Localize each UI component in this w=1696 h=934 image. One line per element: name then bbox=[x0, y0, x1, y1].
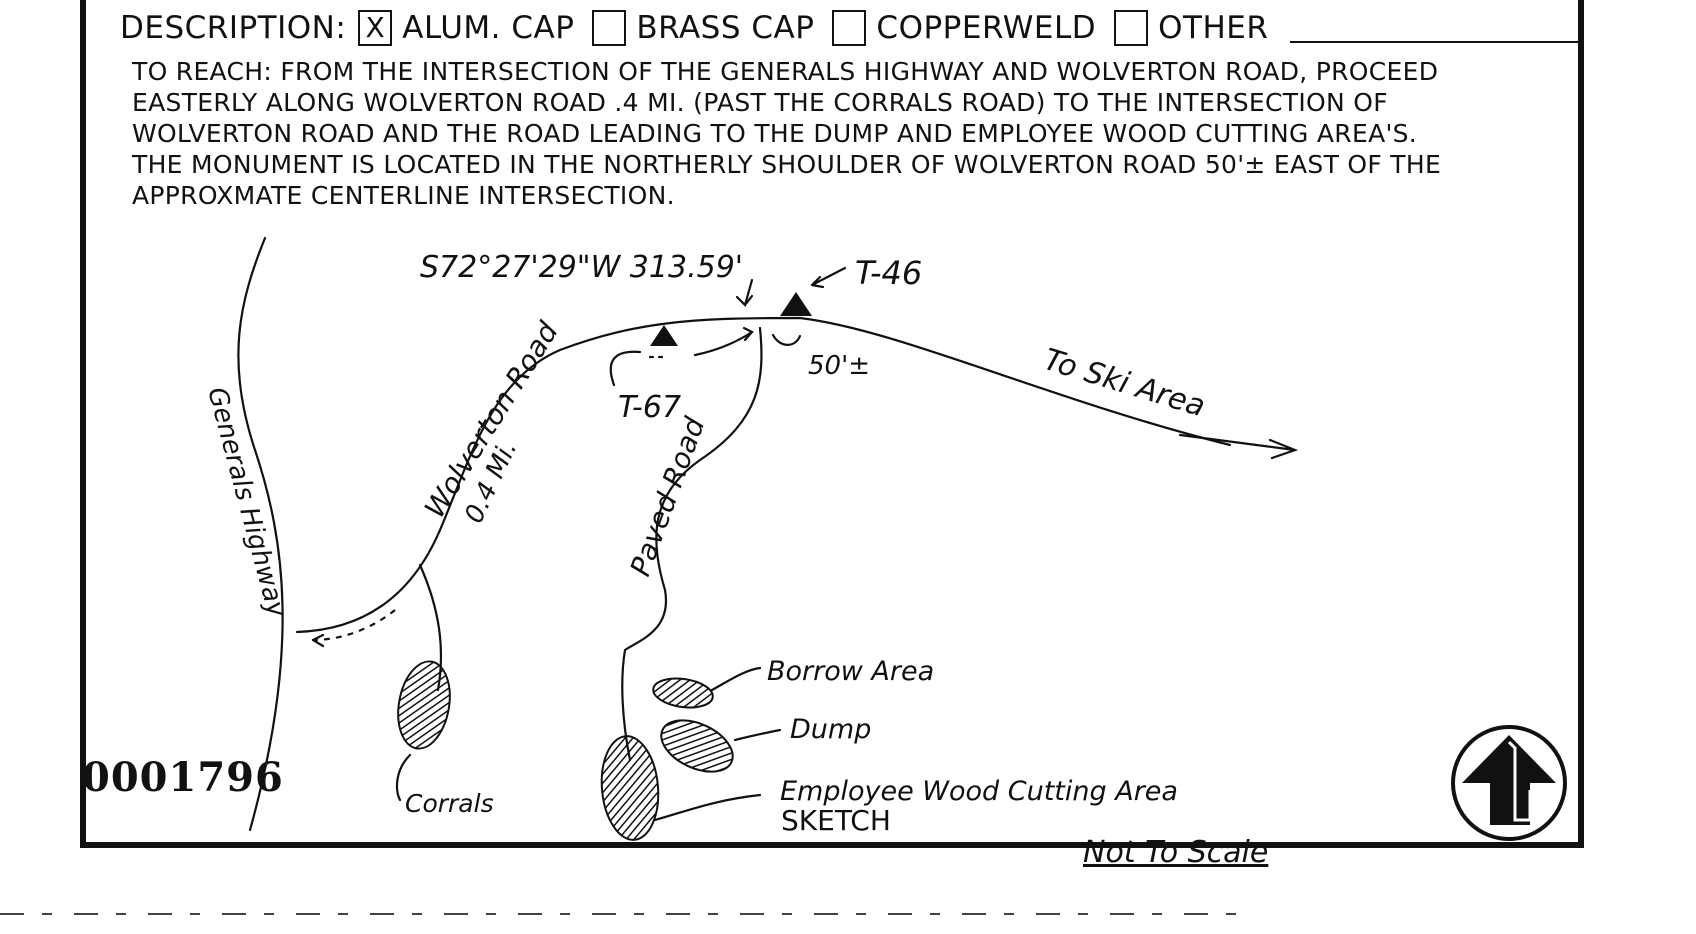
to-reach-line: TO REACH: FROM THE INTERSECTION OF THE G… bbox=[132, 57, 1439, 86]
distance-leader bbox=[311, 608, 397, 642]
corrals-label: Corrals bbox=[405, 789, 494, 818]
borrow-area bbox=[652, 677, 714, 709]
to-reach-text: TO REACH: FROM THE INTERSECTION OF THE G… bbox=[132, 56, 1572, 211]
sketch-label: SKETCH bbox=[781, 804, 891, 837]
offset-arc bbox=[771, 333, 802, 346]
option-copperweld: COPPERWELD bbox=[876, 10, 1097, 46]
generals-highway-road bbox=[237, 236, 284, 832]
checkbox-copperweld[interactable] bbox=[832, 10, 867, 46]
paved-label: Paved Road bbox=[624, 413, 712, 581]
option-brass-cap: BRASS CAP bbox=[636, 10, 815, 46]
document-id: 0001796 bbox=[82, 754, 284, 801]
ski-area-arrow bbox=[1178, 433, 1299, 460]
employee-leader bbox=[653, 793, 762, 822]
t67-monument-icon bbox=[650, 325, 678, 346]
t67-label: T-67 bbox=[618, 390, 681, 425]
not-to-scale-label: Not To Scale bbox=[1083, 835, 1268, 870]
description-label: DESCRIPTION: bbox=[120, 10, 347, 46]
scan-artifact-dashes bbox=[0, 913, 1240, 915]
t46-arrow bbox=[810, 266, 847, 289]
checkbox-other[interactable] bbox=[1114, 10, 1149, 46]
t67-leader bbox=[609, 350, 642, 387]
north-arrow-icon bbox=[1451, 725, 1567, 841]
corrals-area bbox=[397, 660, 451, 750]
borrow-label: Borrow Area bbox=[767, 656, 934, 687]
option-other: OTHER bbox=[1158, 10, 1269, 46]
paved-road bbox=[621, 326, 763, 762]
dump-label: Dump bbox=[790, 714, 871, 745]
checkbox-alum-cap[interactable]: X bbox=[358, 10, 393, 46]
bearing-label: S72°27'29"W 313.59' bbox=[420, 250, 743, 285]
dump-leader bbox=[733, 728, 782, 742]
description-row: DESCRIPTION: X ALUM. CAP BRASS CAP COPPE… bbox=[120, 10, 1581, 46]
dump-area bbox=[660, 719, 734, 773]
corrals-leader bbox=[395, 753, 412, 802]
borrow-leader bbox=[710, 666, 762, 692]
to-reach-line: APPROXMATE CENTERLINE INTERSECTION. bbox=[132, 181, 675, 210]
ski-area-label: To Ski Area bbox=[1040, 342, 1209, 424]
employee-label: Employee Wood Cutting Area bbox=[780, 776, 1178, 807]
bearing-arrow bbox=[735, 278, 754, 308]
employee-wood-area bbox=[600, 735, 660, 841]
to-reach-line: THE MONUMENT IS LOCATED IN THE NORTHERLY… bbox=[132, 150, 1442, 179]
checkbox-brass-cap[interactable] bbox=[592, 10, 627, 46]
form-frame bbox=[80, 0, 1584, 848]
other-blank-line[interactable] bbox=[1290, 13, 1581, 43]
t46-label: T-46 bbox=[855, 254, 922, 292]
t46-monument-icon bbox=[780, 292, 812, 316]
offset-label: 50'± bbox=[808, 351, 870, 381]
to-reach-line: EASTERLY ALONG WOLVERTON ROAD .4 MI. (PA… bbox=[132, 88, 1388, 117]
wolverton-road bbox=[295, 316, 1232, 634]
to-reach-line: WOLVERTON ROAD AND THE ROAD LEADING TO T… bbox=[132, 119, 1418, 148]
option-alum-cap: ALUM. CAP bbox=[402, 10, 575, 46]
